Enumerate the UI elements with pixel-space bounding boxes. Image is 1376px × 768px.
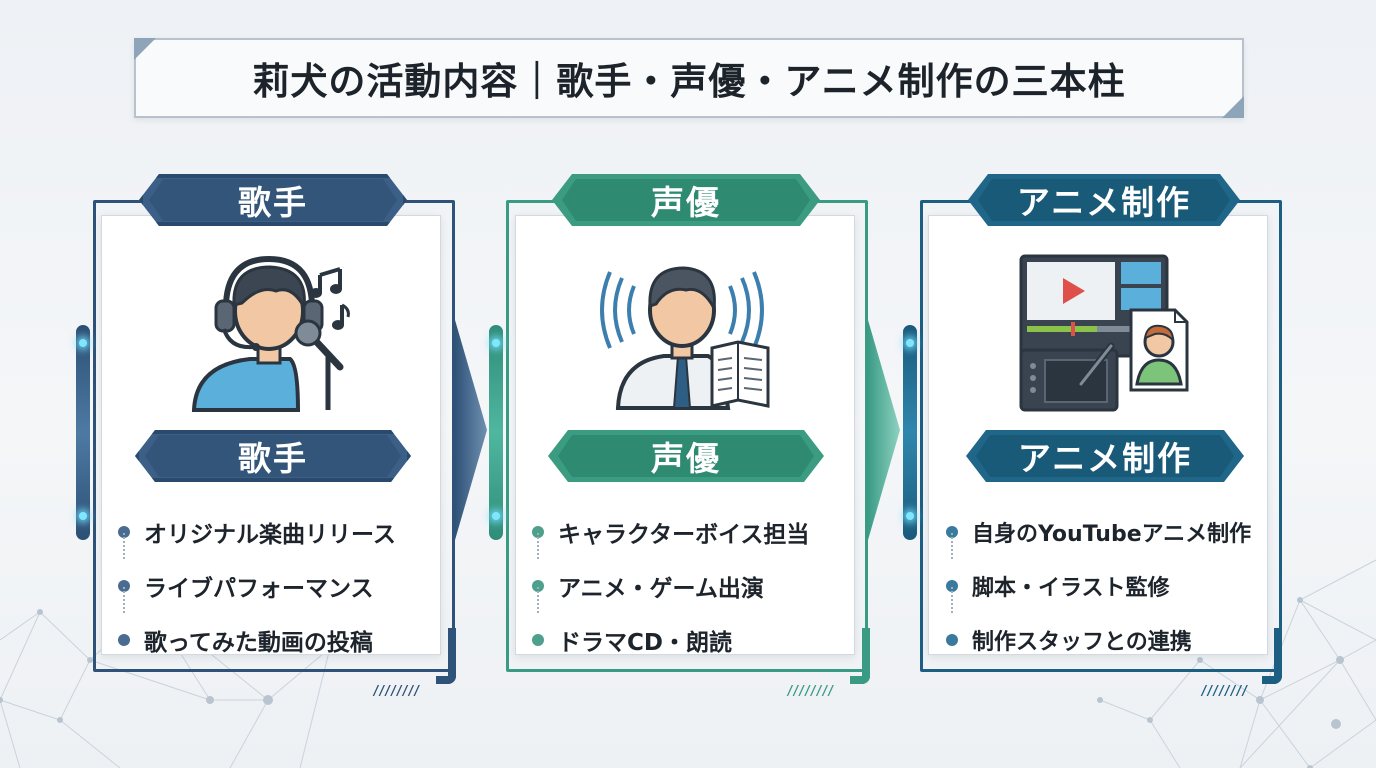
singer-header-banner: 歌手 [139,174,407,226]
slash-accent: //////// [786,684,835,699]
list-item: アニメ・ゲーム出演 [532,533,809,613]
glow-dot [492,339,500,347]
glow-dot [906,339,914,347]
voice-actor-side-rail [489,325,503,540]
singer-label-banner: 歌手 [135,430,411,482]
animation-header-banner: アニメ制作 [968,174,1240,226]
list-item: 制作スタッフとの連携 [946,587,1251,667]
animation-label-banner: アニメ制作 [966,430,1244,482]
animation-header-label: アニメ制作 [1016,183,1192,222]
singer-label: 歌手 [238,439,308,478]
title-banner: 莉犬の活動内容｜歌手・声優・アニメ制作の三本柱 [134,38,1244,118]
animation-side-rail [903,325,917,540]
slash-accent: //////// [372,684,421,699]
singer-header-label: 歌手 [238,183,308,222]
list-item: キャラクターボイス担当 [532,505,809,559]
corner-accent [1262,628,1282,684]
list-item: ドラマCD・朗読 [532,587,809,667]
list-item: ライブパフォーマンス [118,533,396,613]
corner-accent [850,628,870,684]
animation-activity-list: 自身のYouTubeアニメ制作 脚本・イラスト監修 制作スタッフとの連携 [946,505,1251,667]
singer-activity-list: オリジナル楽曲リリース ライブパフォーマンス 歌ってみた動画の投稿 [118,505,396,667]
animation-label: アニメ制作 [1017,439,1193,478]
glow-dot [79,512,87,520]
singer-headset-microphone-icon [191,255,350,412]
voice-actor-label-banner: 声優 [548,430,824,482]
singer-side-rail [76,325,90,540]
list-item: 脚本・イラスト監修 [946,533,1251,613]
glow-dot [79,339,87,347]
voice-actor-header-banner: 声優 [552,174,820,226]
slash-accent: //////// [1200,684,1249,699]
voice-actor-activity-list: キャラクターボイス担当 アニメ・ゲーム出演 ドラマCD・朗読 [532,505,809,667]
page-title: 莉犬の活動内容｜歌手・声優・アニメ制作の三本柱 [252,60,1126,103]
glow-dot [492,512,500,520]
list-item: オリジナル楽曲リリース [118,505,396,559]
list-item: 自身のYouTubeアニメ制作 [946,505,1251,559]
voice-actor-header-label: 声優 [651,183,721,222]
voice-actor-label: 声優 [651,439,721,478]
glow-dot [906,512,914,520]
corner-accent [436,628,456,684]
animation-production-icon [1019,254,1189,412]
list-item: 歌ってみた動画の投稿 [118,587,396,667]
voice-actor-script-icon [600,266,770,410]
